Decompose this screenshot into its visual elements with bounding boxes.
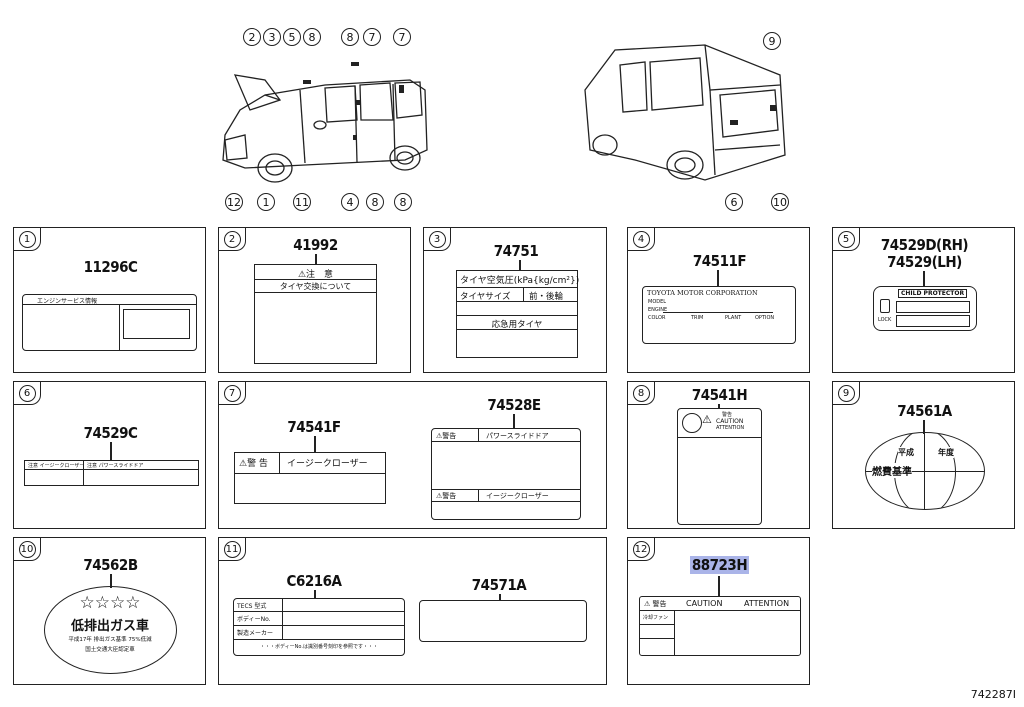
part-number[interactable]: 74751 [493,242,539,260]
panel-number: 3 [424,228,451,251]
callout-8: 8 [341,28,359,46]
panel-number: 6 [14,382,41,405]
callout-12: 12 [225,193,243,211]
panel-number: 5 [833,228,860,251]
low-emission-label: ☆☆☆☆ 低排出ガス車 平成17年 排出ガス基準 75%低減 国土交通大臣認定車 [44,586,177,674]
callout-1: 1 [257,193,275,211]
part-number[interactable]: 88723H [628,556,811,574]
part-number[interactable]: C6216A [286,572,342,590]
part-number[interactable]: 74529D(RH) [880,236,969,254]
panel-5: 5 74529D(RH) 74529(LH) CHILD PROTECTOR L… [832,227,1015,373]
part-number[interactable]: 74529C [83,424,138,442]
callout-7: 7 [363,28,381,46]
callout-7: 7 [393,28,411,46]
callout-2: 2 [243,28,261,46]
panel-number: 8 [628,382,655,405]
callout-8: 8 [394,193,412,211]
tire-pressure-label: タイヤ空気圧(kPa{kg/cm²}) タイヤサイズ 前・後輪 応急用タイヤ [456,270,579,358]
panel-number: 10 [14,538,41,561]
panel-7: 7 74541F ⚠警 告 イージークローザー 74528E ⚠警告 パワースラ… [218,381,607,529]
easy-closer-label: 注意 イージークローザー 注意 パワースライドドア [24,460,199,486]
tire-caution-label: ⚠注 意 タイヤ交換について [254,264,377,364]
fan-caution-label: ⚠ 警告 CAUTION ATTENTION 冷却ファン [639,596,801,656]
highlighted-part-number[interactable]: 88723H [689,556,750,574]
panel-2: 2 41992 ⚠注 意 タイヤ交換について [218,227,411,373]
part-number[interactable]: 41992 [293,236,338,254]
callout-11: 11 [293,193,311,211]
easy-closer-warning-label: ⚠警 告 イージークローザー [234,452,386,504]
panel-1: 1 11296C エンジンサービス情報 [13,227,206,373]
panel-4: 4 74511F TOYOTA MOTOR CORPORATION MODEL … [627,227,810,373]
power-slide-door-label: ⚠警告 パワースライドドア ⚠警告 イージークローザー [431,428,581,520]
part-number[interactable]: 74529(LH) [887,253,962,271]
panel-number: 1 [14,228,41,251]
part-number[interactable]: 74511F [692,252,747,270]
panel-3: 3 74751 タイヤ空気圧(kPa{kg/cm²}) タイヤサイズ 前・後輪 … [423,227,607,373]
panel-number: 9 [833,382,860,405]
callout-6: 6 [725,193,743,211]
callout-9: 9 [763,32,781,50]
panel-12: 12 88723H ⚠ 警告 CAUTION ATTENTION 冷却ファン [627,537,810,685]
diagram-code: 742287I [970,688,1016,701]
part-number[interactable]: 74528E [487,396,541,414]
rear-vehicle-illustration [584,44,786,181]
callout-3: 3 [263,28,281,46]
callout-5: 5 [283,28,301,46]
part-number[interactable]: 74541H [691,386,748,404]
engine-service-label: エンジンサービス情報 [22,294,197,351]
part-number[interactable]: 74562B [83,556,138,574]
panel-number: 4 [628,228,655,251]
panel-number: 2 [219,228,246,251]
part-number[interactable]: 74541F [287,418,341,436]
body-number-label: TECS 型式 ボディーNo. 製造メーカー ・・・ボディーNo.は識別番号刻印… [233,598,405,656]
callout-4: 4 [341,193,359,211]
panel-8: 8 74541H ⚠ 警告 CAUTION ATTENTION [627,381,810,529]
callout-8: 8 [366,193,384,211]
panel-number: 7 [219,382,246,405]
callout-8: 8 [303,28,321,46]
blank-label [419,600,587,642]
panel-number: 11 [219,538,246,561]
caution-attention-label: ⚠ 警告 CAUTION ATTENTION [677,408,762,525]
panel-10: 10 74562B ☆☆☆☆ 低排出ガス車 平成17年 排出ガス基準 75%低減… [13,537,206,685]
panel-11: 11 C6216A TECS 型式 ボディーNo. 製造メーカー ・・・ボディー… [218,537,607,685]
part-number[interactable]: 11296C [83,258,138,276]
panel-9: 9 74561A 平成 年度 燃費基準 [832,381,1015,529]
part-number[interactable]: 74571A [471,576,527,594]
part-number[interactable]: 74561A [897,402,952,420]
front-vehicle-illustration [222,62,428,183]
panel-6: 6 74529C 注意 イージークローザー 注意 パワースライドドア [13,381,206,529]
vehicle-id-label: TOYOTA MOTOR CORPORATION MODEL ENGINE CO… [642,286,796,344]
panel-number: 12 [628,538,655,561]
fuel-economy-label: 平成 年度 燃費基準 [865,432,985,510]
callout-10: 10 [771,193,789,211]
child-protector-label: CHILD PROTECTOR LOCK [873,286,977,331]
